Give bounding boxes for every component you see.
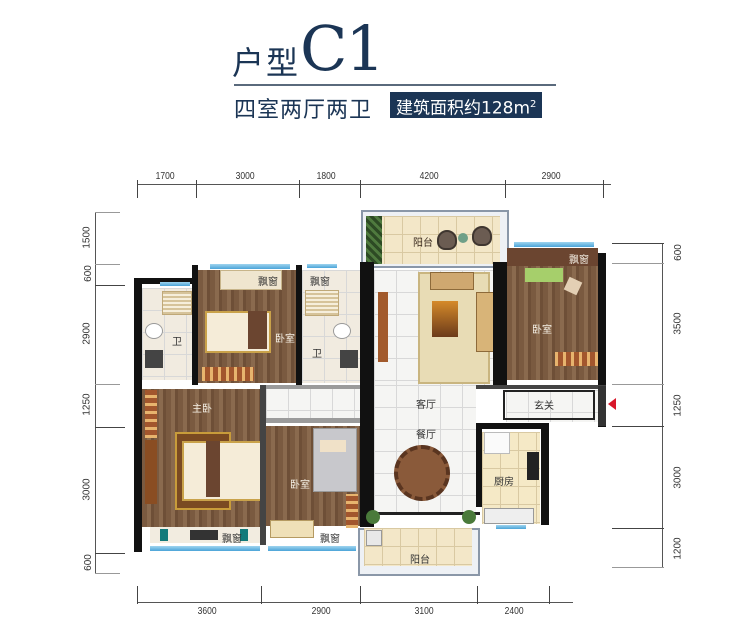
entrance-door (598, 386, 606, 426)
west-wall (134, 278, 142, 542)
window (150, 546, 260, 551)
armchair-icon (472, 226, 492, 246)
dim-top-1: 1700 (155, 171, 175, 182)
tv-cabinet-icon (378, 292, 388, 362)
dim-left-2: 600 (82, 265, 94, 282)
dim-left-4: 1250 (81, 393, 93, 416)
single-bed-icon (313, 428, 357, 492)
room-label-bay-window-ne: 飘窗 (569, 255, 589, 266)
unit-type-code: C1 (300, 12, 385, 85)
room-layout-subtitle: 四室两厅两卫 (234, 98, 373, 123)
bay-window-seat (220, 270, 282, 290)
wardrobe-icon (346, 494, 358, 528)
sink-icon (340, 350, 358, 368)
room-label-bottom-balcony: 阳台 (410, 555, 430, 566)
room-label-foyer: 玄关 (534, 401, 554, 412)
dim-left-3: 2900 (81, 322, 93, 345)
dim-bottom-2: 2900 (311, 606, 331, 617)
wardrobe-icon (202, 367, 254, 381)
east-wall (598, 253, 606, 427)
dim-top-3: 1800 (316, 171, 336, 182)
toilet-icon (145, 323, 163, 339)
dim-left-1: 1500 (81, 226, 93, 249)
shower-icon (305, 290, 339, 316)
bottom-balcony-floor (364, 528, 472, 566)
area-superscript: 2 (530, 99, 537, 110)
room-label-top-balcony: 阳台 (413, 238, 433, 249)
cushion-icon (160, 529, 168, 541)
area-label: 建筑面积约128m (396, 98, 531, 119)
room-label-bathroom-1: 卫 (172, 337, 182, 348)
title-prefix: 户型 (232, 44, 301, 82)
shower-icon (162, 291, 192, 315)
title-divider (234, 84, 556, 86)
foyer-frame (503, 390, 595, 420)
room-label-bay-window-bed2: 飘窗 (258, 277, 278, 288)
side-table-icon (458, 233, 468, 243)
bay-window-seat (507, 248, 598, 266)
kitchen-sink-icon (484, 508, 534, 524)
desk-icon (270, 520, 314, 538)
bed-blanket (248, 311, 267, 349)
dim-right-3: 1250 (672, 394, 684, 417)
room-label-bedroom-ne: 卧室 (532, 325, 552, 336)
dim-top-4: 4200 (419, 171, 439, 182)
window (268, 546, 356, 551)
dim-right-2: 3500 (672, 312, 684, 335)
room-label-dining-room: 餐厅 (416, 430, 436, 441)
washing-machine-icon (366, 530, 382, 546)
plant-icon (366, 510, 380, 524)
double-bed-icon (182, 441, 262, 501)
room-label-living-room: 客厅 (416, 400, 436, 411)
top-balcony-floor (366, 216, 500, 264)
sink-icon (145, 350, 163, 368)
cushion-icon (240, 529, 248, 541)
room-label-kitchen: 厨房 (494, 477, 514, 488)
foyer-floor (506, 390, 598, 422)
room-label-bedroom-sw: 卧室 (290, 480, 310, 491)
room-label-bay-window-sw: 飘窗 (320, 534, 340, 545)
window (160, 282, 190, 286)
dim-bottom-4: 2400 (504, 606, 524, 617)
window (307, 264, 337, 268)
window (514, 242, 594, 247)
dim-top-2: 3000 (235, 171, 255, 182)
dim-right-5: 1200 (672, 537, 684, 560)
dim-left-6: 600 (82, 554, 94, 571)
room-label-master-bedroom: 主卧 (192, 404, 212, 415)
window (210, 264, 290, 269)
toilet-icon (333, 323, 351, 339)
rug-icon (525, 268, 563, 282)
wardrobe-icon (555, 352, 598, 366)
area-badge: 建筑面积约128m2 (390, 92, 543, 119)
room-label-bay-window-master: 飘窗 (222, 534, 242, 545)
tea-table-icon (190, 530, 218, 540)
bed-blanket (206, 441, 220, 497)
window (496, 525, 526, 529)
plant-icon (462, 510, 476, 524)
dining-table-icon (394, 445, 450, 501)
dim-right-4: 3000 (672, 466, 684, 489)
dim-bottom-3: 3100 (414, 606, 434, 617)
armchair-icon (437, 230, 457, 250)
dim-left-5: 3000 (81, 478, 93, 501)
fridge-icon (484, 432, 510, 454)
dim-right-1: 600 (672, 244, 684, 261)
sofa-icon (430, 272, 474, 290)
dim-top-5: 2900 (541, 171, 561, 182)
stove-icon (527, 452, 539, 480)
entrance-arrow-icon (608, 398, 616, 410)
wardrobe-icon (145, 390, 157, 438)
room-label-bedroom-2: 卧室 (275, 334, 295, 345)
coffee-table-icon (432, 301, 458, 337)
planter-icon (366, 216, 382, 264)
wardrobe-icon (145, 440, 157, 504)
room-label-bay-window-bath2: 飘窗 (310, 277, 330, 288)
room-label-bathroom-2: 卫 (312, 349, 322, 360)
pillows-icon (320, 440, 346, 452)
corridor-floor (266, 388, 360, 418)
dim-bottom-1: 3600 (197, 606, 217, 617)
